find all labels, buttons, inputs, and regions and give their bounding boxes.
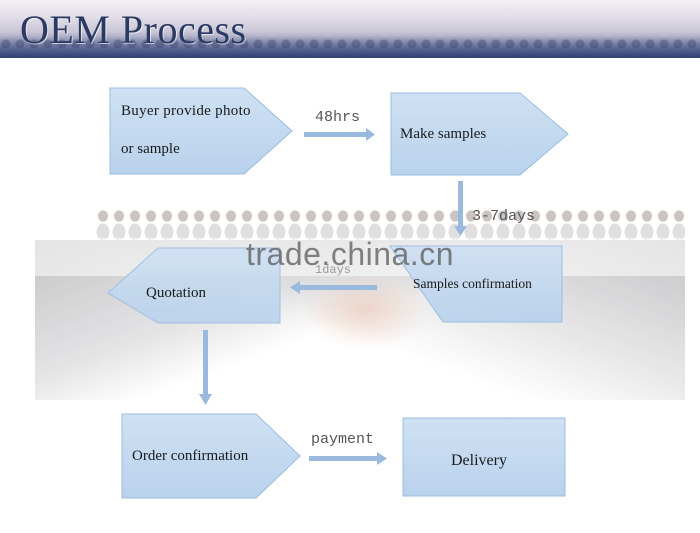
crowd-background-image [95, 204, 685, 240]
step-box-quotation [107, 247, 281, 324]
arrow-down-1 [454, 181, 467, 236]
arrow-down-2 [199, 330, 212, 405]
connector-label-48hrs: 48hrs [315, 109, 361, 126]
step-box-order-confirmation [121, 413, 301, 499]
step-label-make-samples: Make samples [400, 126, 487, 142]
step-label-order-confirmation: Order confirmation [132, 448, 249, 464]
step-box-make-samples [390, 92, 569, 176]
step-label-buyer-line2: or sample [121, 141, 180, 157]
step-box-delivery [402, 417, 566, 497]
step-label-samples-confirmation: Samples confirmation [413, 276, 532, 291]
arrow-right-1 [304, 128, 375, 141]
connector-label-3-7days: 3-7days [472, 208, 536, 225]
step-label-buyer-line1: Buyer provide photo [121, 103, 251, 119]
page-title: OEM Process [20, 7, 247, 52]
arrow-left-1 [290, 281, 377, 294]
step-box-samples-confirmation [389, 245, 563, 323]
step-box-buyer-provide [109, 87, 293, 175]
connector-label-1days: 1days [315, 263, 352, 277]
arrow-right-2 [309, 452, 387, 465]
header-crowd-image [0, 36, 700, 58]
watermark-text: trade.china.cn [245, 236, 454, 272]
connector-label-payment: payment [311, 431, 375, 448]
header-banner: OEM Process [0, 0, 700, 58]
step-label-quotation: Quotation [146, 285, 206, 301]
step-label-delivery: Delivery [451, 452, 507, 469]
